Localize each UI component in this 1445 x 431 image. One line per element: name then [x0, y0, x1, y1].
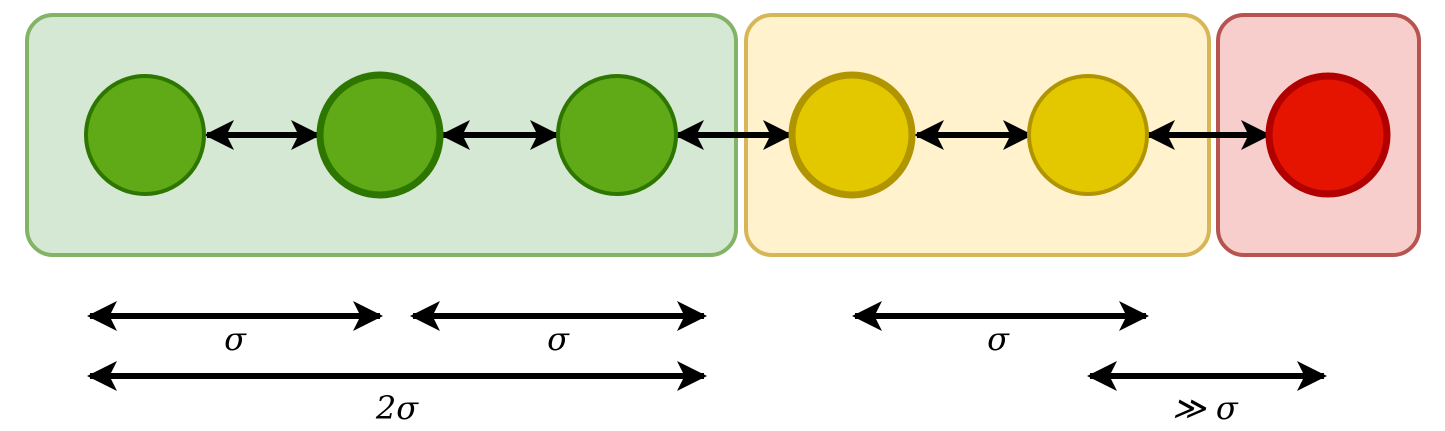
label-much-greater-sigma: ≫ σ [1172, 389, 1239, 427]
label-sigma-2: σ [547, 320, 570, 358]
node-red [1265, 72, 1391, 198]
node-yellow-1 [788, 71, 916, 199]
node-green-3 [556, 74, 678, 196]
node-green-1 [84, 74, 206, 196]
label-sigma-3: σ [987, 320, 1010, 358]
node-green-2 [316, 71, 444, 199]
label-sigma-1: σ [224, 320, 247, 358]
label-two-sigma: 2σ [375, 389, 419, 427]
node-yellow-2 [1027, 74, 1149, 196]
